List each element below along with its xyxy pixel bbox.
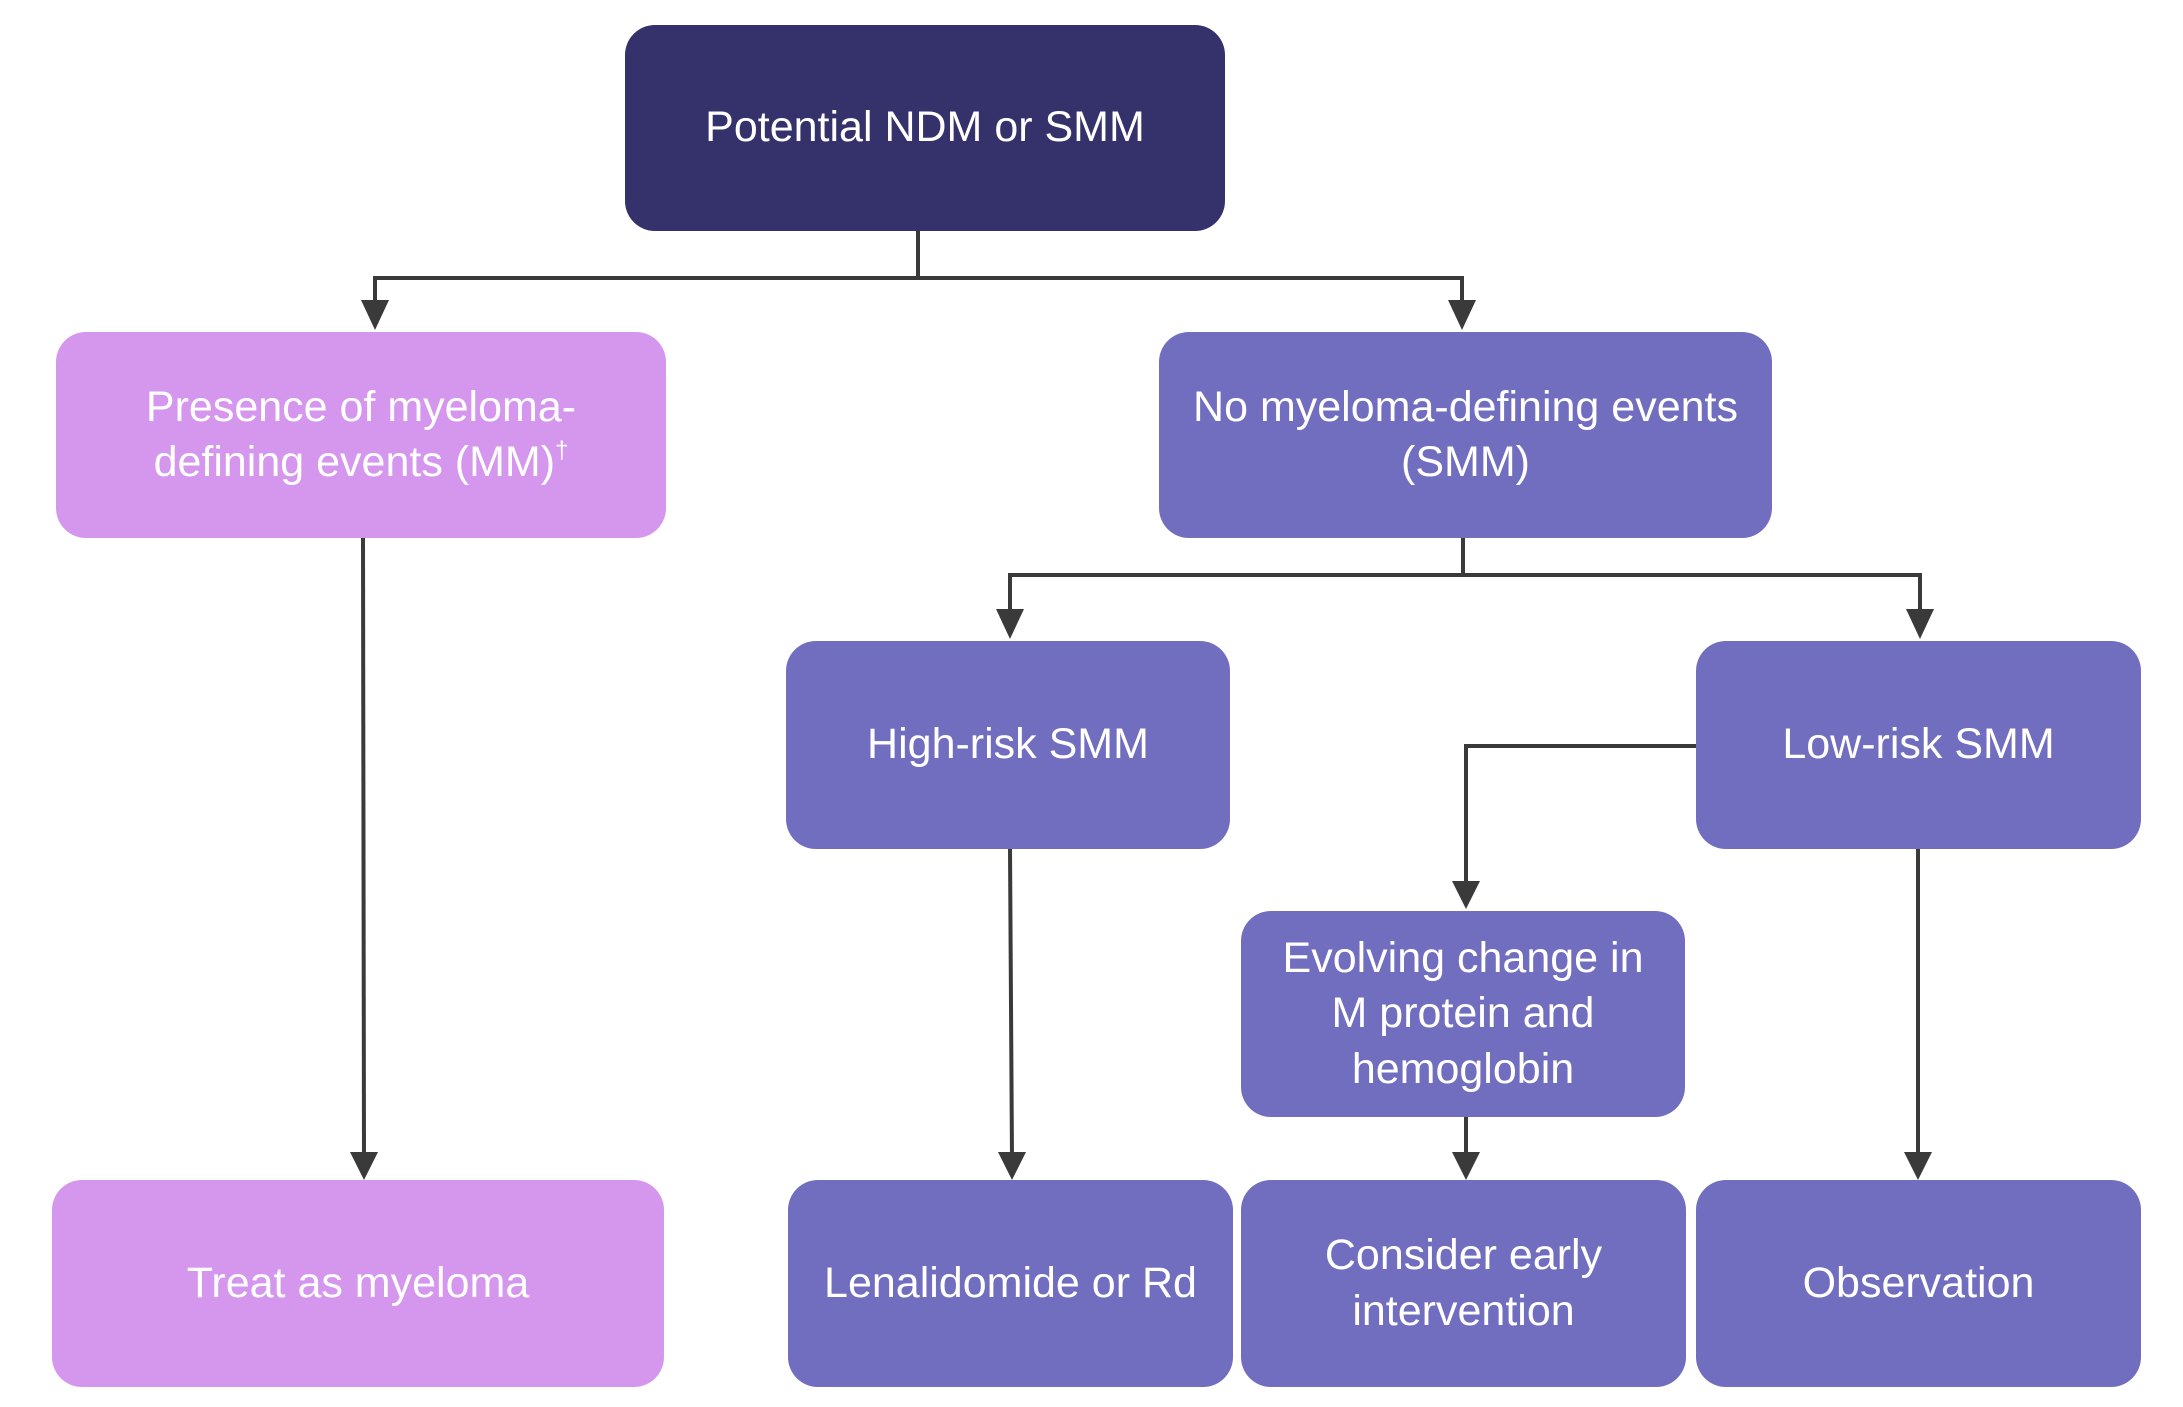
edge-no-events-to-low-risk xyxy=(1463,573,1922,620)
node-treat-as-myeloma: Treat as myeloma xyxy=(52,1180,664,1387)
node-label: Consider early intervention xyxy=(1324,1231,1603,1335)
footnote-dagger: † xyxy=(555,437,569,464)
node-high-risk-smm: High-risk SMM xyxy=(786,641,1230,849)
node-lenalidomide-or-rd: Lenalidomide or Rd xyxy=(788,1180,1233,1387)
node-label: Observation xyxy=(1802,1258,2035,1307)
node-presence-of-myeloma-defining-events: Presence of myeloma-defining events (MM)… xyxy=(56,332,666,538)
node-label: High-risk SMM xyxy=(867,720,1149,769)
edge-low-risk-to-evolving xyxy=(1464,744,1696,890)
node-no-myeloma-defining-events: No myeloma-defining events (SMM) xyxy=(1159,332,1772,538)
edge-root-to-no-events xyxy=(918,276,1464,312)
node-label: Low-risk SMM xyxy=(1782,720,2055,769)
node-evolving-change: Evolving change in M protein and hemoglo… xyxy=(1241,911,1685,1117)
node-potential-ndm-or-smm: Potential NDM or SMM xyxy=(625,25,1225,231)
arrowhead-no-events xyxy=(1448,300,1476,330)
node-label: No myeloma-defining events (SMM) xyxy=(1193,382,1738,486)
node-label: Treat as myeloma xyxy=(186,1258,530,1307)
edge-no-events-to-high-risk xyxy=(1008,538,1465,620)
edge-root-to-presence xyxy=(373,231,920,312)
arrowhead-treat xyxy=(350,1152,378,1180)
arrowhead-low-risk xyxy=(1906,609,1934,639)
node-label: Lenalidomide or Rd xyxy=(824,1258,1197,1307)
node-label: Presence of myeloma-defining events (MM)… xyxy=(145,382,577,486)
arrowhead-high-risk xyxy=(996,609,1024,639)
edge-high-risk-to-lenalidomide xyxy=(1008,848,1014,1161)
arrowhead-presence xyxy=(361,300,389,330)
arrowhead-evolving xyxy=(1452,881,1480,909)
node-label: Evolving change in M protein and hemoglo… xyxy=(1282,934,1644,1093)
arrowhead-lenalidomide xyxy=(998,1152,1026,1180)
node-consider-early-intervention: Consider early intervention xyxy=(1241,1180,1686,1387)
node-label: Potential NDM or SMM xyxy=(705,103,1145,152)
edge-presence-to-treat xyxy=(361,537,366,1161)
arrowhead-observation xyxy=(1904,1152,1932,1180)
node-observation: Observation xyxy=(1696,1180,2141,1387)
arrowhead-consider xyxy=(1452,1152,1480,1180)
node-low-risk-smm: Low-risk SMM xyxy=(1696,641,2141,849)
